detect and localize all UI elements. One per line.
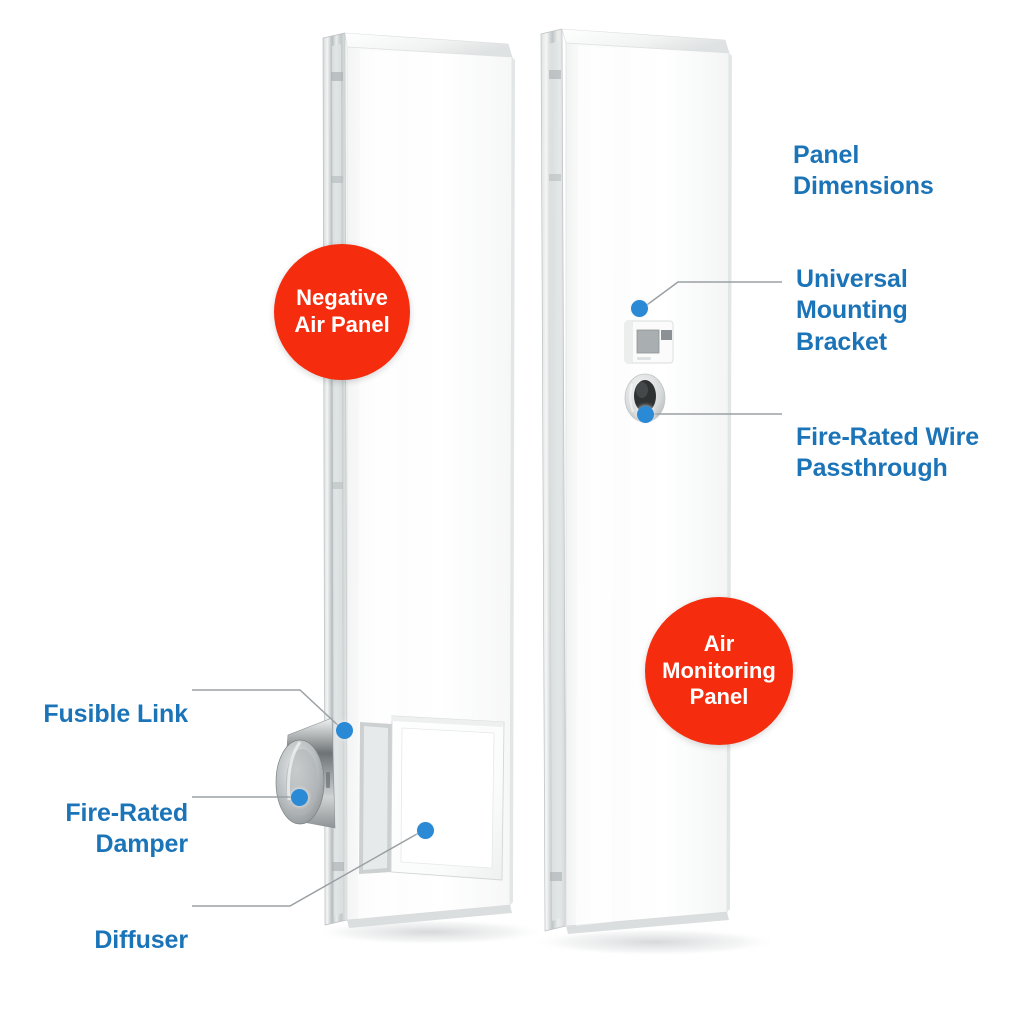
hotspot-wire-passthrough[interactable] [637,406,654,423]
panel-shadow-left [312,919,548,945]
hotspot-fire-rated-damper[interactable] [291,789,308,806]
callout-universal-mounting-bracket[interactable]: Universal Mounting Bracket [796,232,908,358]
callout-diffuser-text: Diffuser [94,925,188,954]
badge-air-monitoring-panel-label: Air Monitoring Panel [662,630,776,710]
hotspot-fusible-link[interactable] [336,722,353,739]
air-monitoring-panel-body [540,28,732,934]
callout-fire-rated-wire-passthrough[interactable]: Fire-Rated Wire Passthrough [796,390,979,485]
callout-fusible-link[interactable]: Fusible Link [43,667,188,730]
leader-universal-mounting-bracket [639,281,782,311]
callout-panel-dimensions[interactable]: Panel Dimensions [793,108,934,203]
callout-diffuser[interactable]: Diffuser [94,893,188,956]
callout-fire-rated-damper[interactable]: Fire-Rated Damper [65,766,188,861]
mounting-bracket-device [624,320,674,364]
fire-rated-damper-cylinder [275,717,336,829]
leader-diffuser [192,829,425,907]
callout-universal-mounting-bracket-text: Universal Mounting Bracket [796,264,908,356]
panel-shadow-right [530,928,780,956]
leader-fusible-link [192,689,344,731]
badge-air-monitoring-panel[interactable]: Air Monitoring Panel [645,597,793,745]
badge-negative-air-panel-label: Negative Air Panel [294,285,390,337]
badge-negative-air-panel[interactable]: Negative Air Panel [274,244,410,380]
callout-fire-rated-damper-text: Fire-Rated Damper [65,798,188,859]
callout-panel-dimensions-text: Panel Dimensions [793,140,934,201]
hotspot-diffuser[interactable] [417,822,434,839]
leader-lines [192,281,782,907]
callout-fire-rated-wire-passthrough-text: Fire-Rated Wire Passthrough [796,422,980,483]
hotspot-mounting-bracket[interactable] [631,300,648,317]
callout-fusible-link-text: Fusible Link [43,699,188,728]
diffuser-square [359,715,505,881]
wire-passthrough-grommet [624,373,666,423]
